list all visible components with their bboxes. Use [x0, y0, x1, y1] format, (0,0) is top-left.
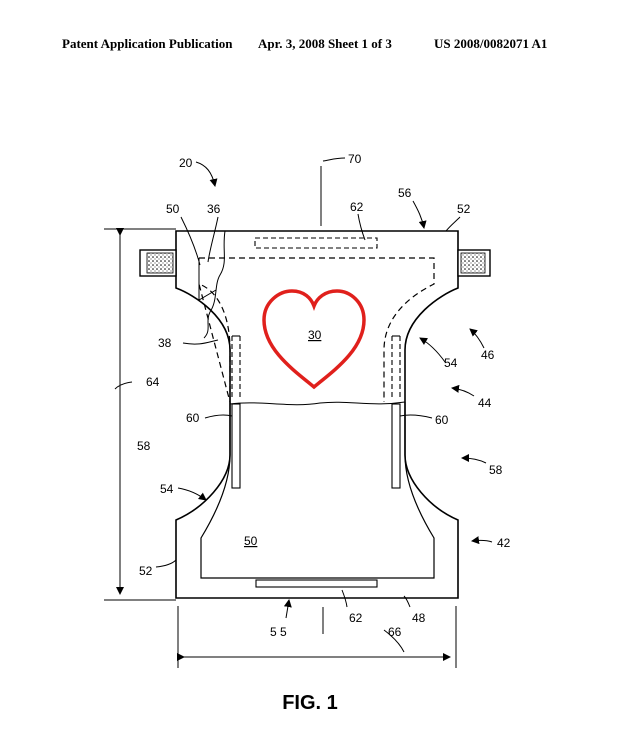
top-waist-elastic — [254, 237, 378, 249]
publication-number: US 2008/0082071 A1 — [434, 36, 548, 51]
numeral-64: 64 — [146, 375, 160, 389]
numeral-42: 42 — [497, 536, 511, 550]
numeral-38: 38 — [158, 336, 172, 350]
leader-lines — [114, 157, 493, 653]
dimension-lines — [104, 166, 457, 668]
cutaway-corner — [203, 230, 226, 339]
figure-caption: FIG. 1 — [282, 692, 338, 714]
left-leg-elastic — [231, 335, 241, 489]
bottom-waist-elastic — [255, 579, 378, 588]
numeral-52-top: 52 — [457, 202, 471, 216]
numeral-36: 36 — [207, 202, 221, 216]
numeral-52-left: 52 — [139, 564, 153, 578]
numeral-70: 70 — [348, 152, 362, 166]
numeral-50-center: 50 — [244, 534, 258, 548]
right-fastener-tab — [457, 249, 491, 277]
numeral-60-left: 60 — [186, 411, 200, 425]
numeral-44: 44 — [478, 396, 492, 410]
numeral-46: 46 — [481, 348, 495, 362]
numeral-30: 30 — [308, 328, 322, 342]
absorbent-core-outline — [198, 257, 435, 403]
numeral-62-bottom: 62 — [349, 611, 363, 625]
numeral-58-left: 58 — [137, 439, 151, 453]
left-fastener-tab — [139, 249, 177, 277]
numeral-48: 48 — [412, 611, 426, 625]
patent-header: Patent Application Publication Apr. 3, 2… — [62, 36, 562, 54]
numeral-20: 20 — [179, 156, 193, 170]
right-leg-elastic — [391, 335, 401, 489]
diaper-outline — [175, 230, 459, 599]
numeral-50-top: 50 — [166, 202, 180, 216]
numeral-56: 56 — [398, 186, 412, 200]
publication-date-sheet: Apr. 3, 2008 Sheet 1 of 3 — [258, 36, 392, 51]
publication-type: Patent Application Publication — [62, 36, 233, 51]
cutaway-inner — [198, 258, 217, 301]
numeral-66: 66 — [388, 625, 402, 639]
numeral-54-left: 54 — [160, 482, 174, 496]
numeral-62-top: 62 — [350, 200, 364, 214]
numeral-58-right: 58 — [489, 463, 503, 477]
waist-line — [229, 401, 406, 406]
reference-numerals: 20 70 56 50 36 62 52 30 38 54 46 64 44 6… — [137, 152, 511, 639]
numeral-60-right: 60 — [435, 413, 449, 427]
numeral-55: 5 5 — [270, 625, 287, 639]
heart-graphic — [262, 289, 366, 390]
absorbent-core-lower — [200, 402, 435, 579]
numeral-54-right: 54 — [444, 356, 458, 370]
